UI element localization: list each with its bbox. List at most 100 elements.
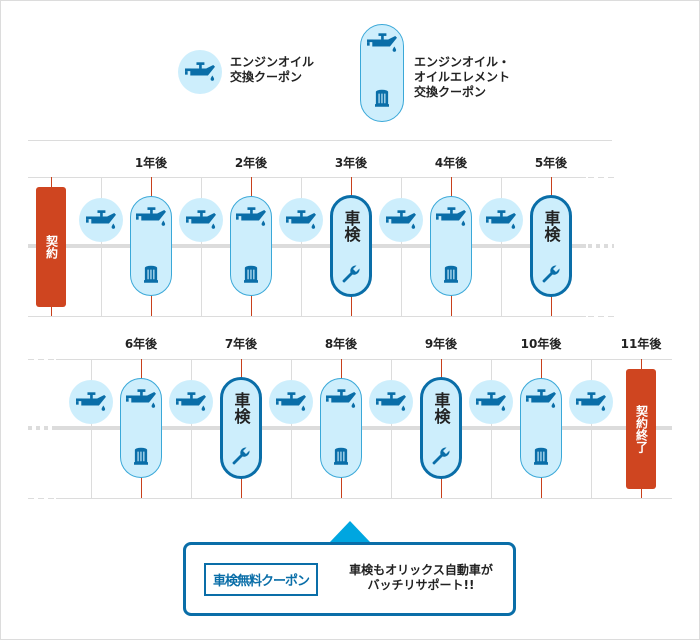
legend-oil-element-label: エンジンオイル・ オイルエレメント 交換クーポン <box>414 55 511 99</box>
grid-line <box>291 359 292 498</box>
grid-line <box>491 359 492 498</box>
oil-change-coupon[interactable] <box>479 198 523 242</box>
row2-timeline-bar <box>56 426 672 430</box>
row1-timeline-dash <box>588 244 614 248</box>
row1-timeline-bar <box>28 244 586 248</box>
row2-bottom-dash <box>28 498 56 499</box>
shaken-inspection[interactable]: 車検 <box>330 195 372 297</box>
year-label: 9年後 <box>424 337 458 351</box>
oil-can-icon <box>185 62 215 82</box>
oil-can-icon <box>576 392 606 412</box>
shaken-label: 車検 <box>341 210 361 242</box>
row1-top-dash <box>588 177 614 178</box>
oil-can-icon <box>376 392 406 412</box>
grid-line <box>91 359 92 498</box>
year-label: 11年後 <box>620 337 662 351</box>
legend-oil-element-badge <box>360 24 404 122</box>
year-label: 1年後 <box>134 156 168 170</box>
oil-change-coupon[interactable] <box>79 198 123 242</box>
grid-line <box>301 177 302 316</box>
oil-element-coupon[interactable] <box>230 196 272 296</box>
year-label: 4年後 <box>434 156 468 170</box>
oil-change-coupon[interactable] <box>379 198 423 242</box>
year-label: 5年後 <box>534 156 568 170</box>
wrench-icon <box>541 264 561 284</box>
wrench-icon <box>231 446 251 466</box>
oil-change-coupon[interactable] <box>69 380 113 424</box>
oil-can-icon <box>86 210 116 230</box>
oil-element-coupon[interactable] <box>320 378 362 478</box>
year-label: 7年後 <box>224 337 258 351</box>
contract-end: 契約終了 <box>626 369 656 489</box>
oil-change-coupon[interactable] <box>279 198 323 242</box>
oil-can-icon <box>136 207 166 227</box>
oil-filter-icon <box>444 265 458 283</box>
grid-line <box>201 177 202 316</box>
grid-line <box>591 359 592 498</box>
oil-filter-icon <box>534 447 548 465</box>
row2-bottom-line <box>56 498 672 499</box>
row1-bottom-dash <box>588 316 614 317</box>
legend-oil-label: エンジンオイル 交換クーポン <box>230 55 315 84</box>
shaken-inspection[interactable]: 車検 <box>220 377 262 479</box>
oil-change-coupon[interactable] <box>179 198 223 242</box>
oil-can-icon <box>367 33 397 53</box>
row1-top-line <box>28 177 586 178</box>
callout-message: 車検もオリックス自動車が バッチリサポート!! <box>349 563 493 592</box>
oil-can-icon <box>326 389 356 409</box>
shaken-coupon-callout: 車検無料クーポン 車検もオリックス自動車が バッチリサポート!! <box>183 542 516 616</box>
oil-can-icon <box>186 210 216 230</box>
row1-bottom-line <box>28 316 586 317</box>
grid-line <box>391 359 392 498</box>
shaken-label: 車検 <box>231 392 251 424</box>
oil-filter-icon <box>134 447 148 465</box>
contract-label: 契約 <box>44 235 59 259</box>
shaken-label: 車検 <box>541 210 561 242</box>
year-label: 6年後 <box>124 337 158 351</box>
year-label: 10年後 <box>520 337 562 351</box>
year-label: 8年後 <box>324 337 358 351</box>
legend-oil-badge <box>178 50 222 94</box>
oil-can-icon <box>526 389 556 409</box>
row1-grid-top-line <box>28 140 612 141</box>
oil-can-icon <box>286 210 316 230</box>
shaken-inspection[interactable]: 車検 <box>530 195 572 297</box>
oil-can-icon <box>76 392 106 412</box>
oil-can-icon <box>436 207 466 227</box>
oil-can-icon <box>386 210 416 230</box>
oil-can-icon <box>486 210 516 230</box>
contract-start: 契約 <box>36 187 66 307</box>
shaken-free-coupon-logo: 車検無料クーポン <box>204 563 318 596</box>
oil-change-coupon[interactable] <box>269 380 313 424</box>
oil-filter-icon <box>334 447 348 465</box>
wrench-icon <box>431 446 451 466</box>
grid-line <box>501 177 502 316</box>
grid-line <box>191 359 192 498</box>
row2-top-dash <box>28 359 56 360</box>
oil-element-coupon[interactable] <box>120 378 162 478</box>
grid-line <box>401 177 402 316</box>
year-label: 2年後 <box>234 156 268 170</box>
grid-line <box>101 177 102 316</box>
oil-filter-icon <box>144 265 158 283</box>
callout-arrow <box>330 521 370 542</box>
year-label: 3年後 <box>334 156 368 170</box>
oil-can-icon <box>476 392 506 412</box>
row2-timeline-dash <box>28 426 56 430</box>
oil-change-coupon[interactable] <box>469 380 513 424</box>
contract-label: 契約終了 <box>634 405 649 453</box>
oil-can-icon <box>176 392 206 412</box>
shaken-inspection[interactable]: 車検 <box>420 377 462 479</box>
oil-filter-icon <box>244 265 258 283</box>
oil-filter-icon <box>375 89 389 107</box>
wrench-icon <box>341 264 361 284</box>
oil-change-coupon[interactable] <box>369 380 413 424</box>
oil-change-coupon[interactable] <box>169 380 213 424</box>
oil-element-coupon[interactable] <box>130 196 172 296</box>
oil-can-icon <box>126 389 156 409</box>
oil-change-coupon[interactable] <box>569 380 613 424</box>
shaken-label: 車検 <box>431 392 451 424</box>
oil-element-coupon[interactable] <box>520 378 562 478</box>
oil-element-coupon[interactable] <box>430 196 472 296</box>
oil-can-icon <box>276 392 306 412</box>
